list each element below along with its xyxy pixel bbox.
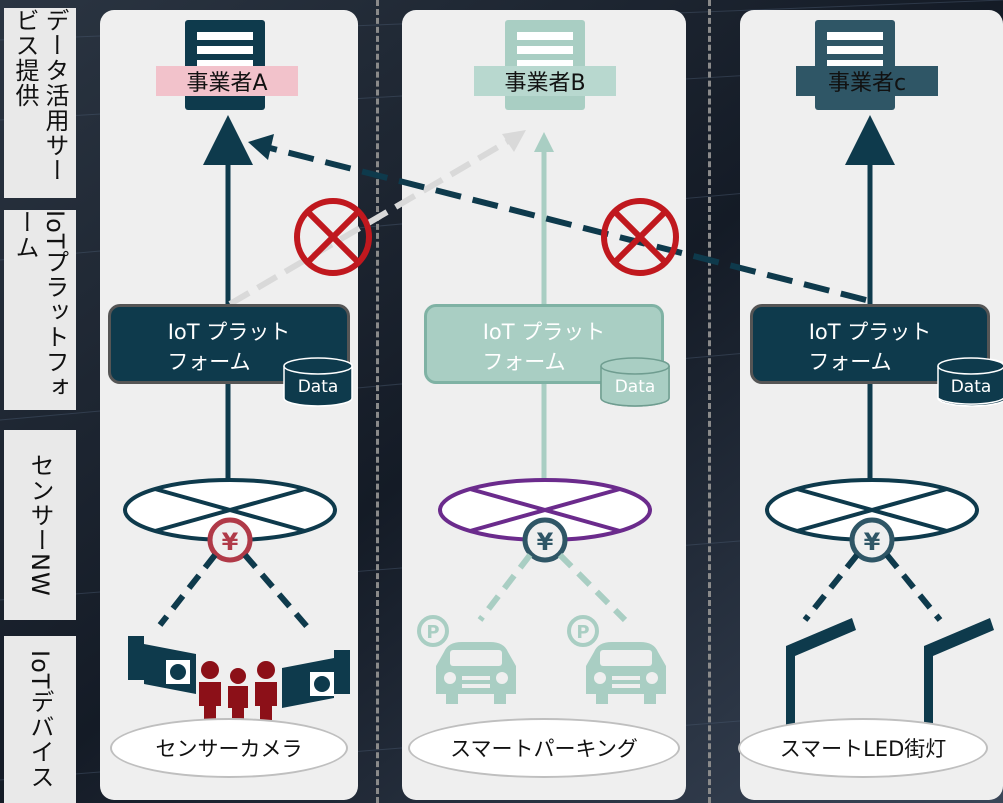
yen-icon: ¥: [522, 517, 568, 563]
platform-title-line2: フォーム: [167, 350, 251, 374]
device-link: [157, 552, 943, 632]
device-label-b: スマートパーキング: [408, 718, 680, 778]
parking-icon: [417, 615, 599, 647]
arrow-head: [534, 132, 554, 152]
svg-text:¥: ¥: [864, 528, 881, 556]
device-label-c: スマートLED街灯: [738, 718, 988, 778]
platform-title-line1: IoT プラット: [482, 320, 606, 344]
business-label-a: 事業者A: [156, 66, 298, 96]
device-label-a: センサーカメラ: [110, 718, 348, 778]
svg-text:¥: ¥: [537, 528, 554, 556]
row-label-network: センサーNW: [4, 430, 76, 620]
street-light-icon: [786, 618, 994, 736]
platform-title-line1: IoT プラット: [808, 320, 932, 344]
network-ellipse-icon: [765, 478, 979, 542]
platform-title-line1: IoT プラット: [167, 320, 291, 344]
arrow-head: [502, 130, 526, 152]
platform-title-line2: フォーム: [808, 350, 892, 374]
network-ellipse-icon: [123, 478, 337, 542]
business-label-b: 事業者B: [474, 66, 616, 96]
yen-icon: ¥: [849, 517, 895, 563]
arrow-head: [248, 134, 274, 160]
security-camera-icon: [282, 650, 350, 708]
column-separator: [708, 0, 711, 803]
prohibited-icon: [294, 198, 372, 276]
iot-platform-box-a: IoT プラット フォーム: [108, 304, 350, 384]
row-label-platform: IoTプラットフォーム: [4, 210, 76, 410]
parking-icon: P: [576, 622, 589, 643]
row-label-service: データ活用サービス提供: [4, 8, 76, 198]
parking-icon: P: [426, 622, 439, 643]
yen-icon: ¥: [207, 517, 253, 563]
blocked-data-flow: [269, 145, 867, 303]
security-camera-icon: [128, 636, 196, 694]
business-label-c: 事業者c: [796, 66, 938, 96]
column-separator: [376, 0, 379, 803]
car-icon: [436, 642, 516, 704]
prohibited-icon: [601, 198, 679, 276]
blocked-data-flow: [228, 137, 512, 307]
platform-title-line2: フォーム: [482, 350, 566, 374]
car-icon: [586, 642, 666, 704]
iot-platform-box-b: IoT プラット フォーム: [424, 304, 664, 384]
svg-text:¥: ¥: [222, 528, 239, 556]
row-label-device: IoTデバイス: [4, 636, 76, 803]
iot-platform-box-c: IoT プラット フォーム: [750, 304, 990, 384]
